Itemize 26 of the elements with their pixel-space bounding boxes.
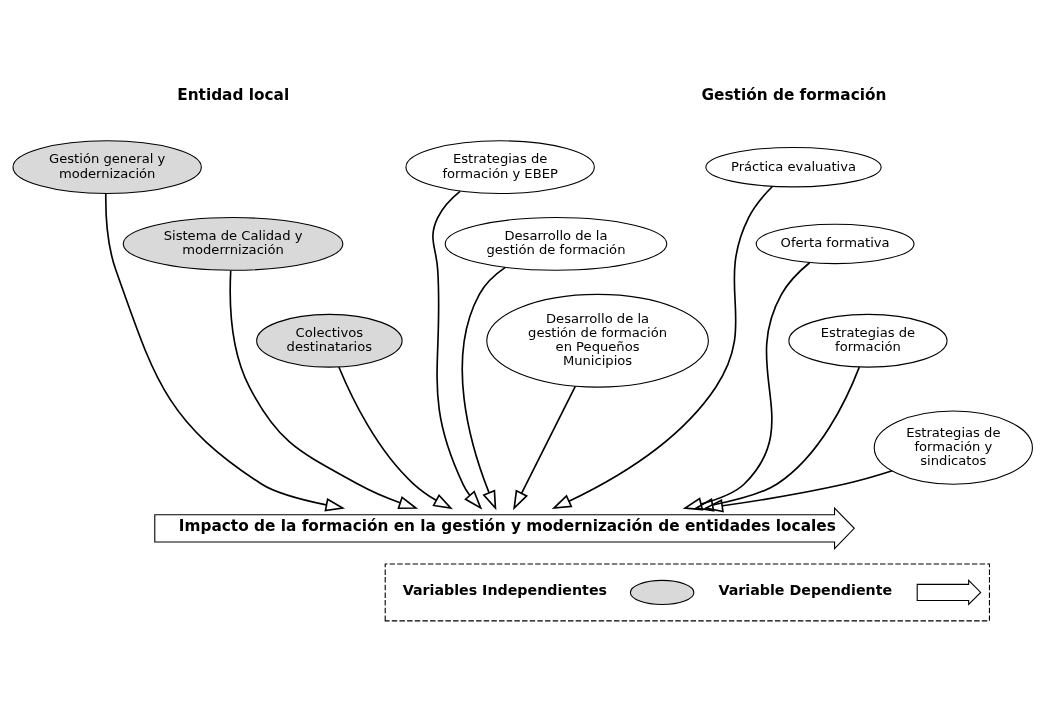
node-ellipse: Estrategias de formación [788, 313, 948, 368]
arrow [693, 365, 861, 512]
legend-label: Variable Dependiente [718, 581, 893, 598]
node-ellipse: Práctica evaluativa [705, 146, 882, 187]
node-arrow [916, 578, 982, 606]
node-ellipse: Colectivos destinatarios [256, 313, 403, 368]
arrow [461, 266, 507, 510]
arrow [682, 261, 811, 511]
legend-label: Variables Independientes [402, 581, 608, 598]
label: Entidad local [177, 85, 290, 104]
arrow [703, 469, 894, 513]
arrow [513, 384, 577, 510]
node-ellipse: Desarrollo de la gestión de formación [444, 216, 668, 271]
node-ellipse: Sistema de Calidad y moderrnización [122, 216, 344, 271]
arrow [551, 185, 774, 509]
label: Gestión de formación [701, 85, 887, 104]
cluster [384, 562, 990, 621]
arrow [432, 189, 483, 510]
node-ellipse: Gestión general y modernización [12, 139, 202, 194]
node-ellipse: Estrategias de formación y sindicatos [873, 409, 1033, 485]
node-ellipse: Oferta formativa [755, 223, 915, 264]
node-ellipse: Estrategias de formación y EBEP [405, 139, 595, 194]
node-ellipse: Desarrollo de la gestión de formación en Pequeños Municipios [486, 293, 709, 388]
arrow [229, 269, 419, 509]
arrow [338, 365, 453, 509]
node-ellipse [629, 579, 695, 605]
